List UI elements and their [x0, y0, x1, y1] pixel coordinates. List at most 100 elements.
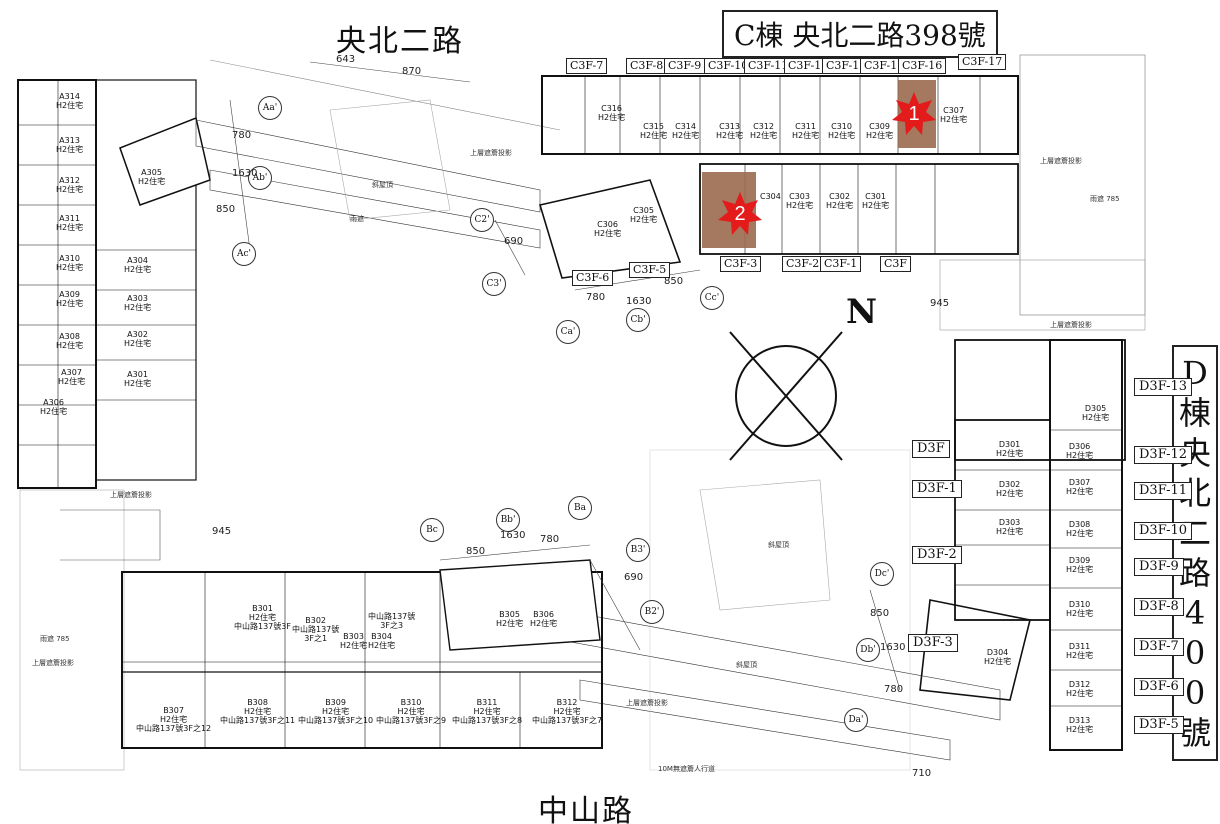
building-d-title-char: 路	[1178, 554, 1211, 592]
unit-label: A311 H2住宅	[56, 214, 84, 232]
unit-label: D307 H2住宅	[1066, 478, 1094, 496]
note-upper-projection-c-right: 上層遮簷投影	[1040, 157, 1082, 165]
note-roof-top: 雨遮	[350, 215, 364, 223]
unit-label: C305 H2住宅	[630, 206, 658, 224]
tag-c3f-17: C3F-17	[958, 54, 1007, 70]
dim-d-1630: 1630	[880, 642, 906, 653]
tag-c3f-2: C3F-2	[782, 256, 824, 272]
dim-top-643: 643	[336, 54, 356, 65]
unit-label: D303 H2住宅	[996, 518, 1024, 536]
note-roof-garden-center: 斜屋頂	[768, 541, 789, 549]
unit-label: B306 H2住宅	[530, 610, 558, 628]
unit-label: B301 H2住宅 中山路137號3F	[234, 604, 291, 631]
unit-label: A305 H2住宅	[138, 168, 166, 186]
dim-c-850: 850	[664, 276, 684, 287]
unit-label: C310 H2住宅	[828, 122, 856, 140]
building-d-title-char: 4	[1184, 594, 1206, 632]
unit-label: C302 H2住宅	[826, 192, 854, 210]
unit-label: D313 H2住宅	[1066, 716, 1094, 734]
note-upper-projection-a: 上層遮簷投影	[110, 491, 152, 499]
axis-c3: C3'	[482, 272, 506, 296]
dim-a-780: 780	[232, 130, 252, 141]
axis-ca: Ca'	[556, 320, 580, 344]
unit-label: A308 H2住宅	[56, 332, 84, 350]
unit-label: D311 H2住宅	[1066, 642, 1094, 660]
tag-d3f-1: D3F-1	[912, 480, 962, 498]
tag-c3f-5: C3F-5	[629, 262, 671, 278]
unit-label: A309 H2住宅	[56, 290, 84, 308]
road-name-north: 央北二路	[336, 24, 464, 59]
building-d-title-char: 棟	[1178, 394, 1211, 432]
axis-b2: B2'	[640, 600, 664, 624]
tag-c3f-7: C3F-7	[566, 58, 608, 74]
unit-label: B304 H2住宅	[368, 632, 396, 650]
dim-b-1630: 1630	[500, 530, 526, 541]
unit-label: D305 H2住宅	[1082, 404, 1110, 422]
tag-d3f-6: D3F-6	[1134, 678, 1184, 696]
tag-d3f-5: D3F-5	[1134, 716, 1184, 734]
tag-d3f-12: D3F-12	[1134, 446, 1193, 464]
unit-label: C313 H2住宅	[716, 122, 744, 140]
tag-d3f: D3F	[912, 440, 950, 458]
unit-label: C304	[760, 192, 781, 201]
axis-dc: Dc'	[870, 562, 894, 586]
unit-label: B312 H2住宅 中山路137號3F之7	[532, 698, 603, 725]
unit-label: D306 H2住宅	[1066, 442, 1094, 460]
unit-label: D308 H2住宅	[1066, 520, 1094, 538]
tag-d3f-8: D3F-8	[1134, 598, 1184, 616]
unit-label: C306 H2住宅	[594, 220, 622, 238]
walkways	[195, 54, 1146, 771]
tag-d3f-11: D3F-11	[1134, 482, 1193, 500]
tag-d3f-10: D3F-10	[1134, 522, 1193, 540]
dim-d-780: 780	[884, 684, 904, 695]
unit-label: C307 H2住宅	[940, 106, 968, 124]
unit-label: B308 H2住宅 中山路137號3F之11	[220, 698, 296, 725]
axis-aa: Aa'	[258, 96, 282, 120]
building-d-wing	[919, 339, 1126, 751]
unit-label: C312 H2住宅	[750, 122, 778, 140]
unit-label: A302 H2住宅	[124, 330, 152, 348]
axis-b3: B3'	[626, 538, 650, 562]
dim-b-780: 780	[540, 534, 560, 545]
unit-label: B310 H2住宅 中山路137號3F之9	[376, 698, 447, 725]
unit-label: A314 H2住宅	[56, 92, 84, 110]
note-roof-garden-top: 斜屋頂	[372, 181, 393, 189]
unit-label: B311 H2住宅 中山路137號3F之8	[452, 698, 523, 725]
unit-label: D304 H2住宅	[984, 648, 1012, 666]
marker-star-1: 1	[890, 90, 938, 138]
unit-label: C314 H2住宅	[672, 122, 700, 140]
note-roof-785-c: 雨遮 785	[1090, 195, 1120, 203]
note-upper-projection-b-left: 上層遮簷投影	[32, 659, 74, 667]
unit-label: D309 H2住宅	[1066, 556, 1094, 574]
north-label: N	[846, 292, 878, 332]
tag-c3f-6: C3F-6	[572, 270, 614, 286]
tag-d3f-9: D3F-9	[1134, 558, 1184, 576]
dim-top-870: 870	[402, 66, 422, 77]
star-icon	[892, 92, 936, 135]
axis-da: Da'	[844, 708, 868, 732]
unit-label: 中山路137號 3F之3	[368, 612, 416, 630]
tag-c3f-8: C3F-8	[626, 58, 668, 74]
unit-label: B309 H2住宅 中山路137號3F之10	[298, 698, 374, 725]
dim-c-690: 690	[504, 236, 524, 247]
tag-d3f-2: D3F-2	[912, 546, 962, 564]
dim-a-850: 850	[216, 204, 236, 215]
unit-label: C316 H2住宅	[598, 104, 626, 122]
note-roof-garden-bottom: 斜屋頂	[736, 661, 757, 669]
unit-label: D310 H2住宅	[1066, 600, 1094, 618]
unit-label: A313 H2住宅	[56, 136, 84, 154]
building-c-title: C棟 央北二路398號	[722, 10, 998, 58]
tag-c3f-3: C3F-3	[720, 256, 762, 272]
note-roof-785-b: 雨遮 785	[40, 635, 70, 643]
building-d-title-char: 0	[1184, 674, 1206, 712]
unit-label: A301 H2住宅	[124, 370, 152, 388]
tag-c3f-13: C3F-13	[822, 58, 871, 74]
dim-a-945: 945	[212, 526, 232, 537]
unit-label: C301 H2住宅	[862, 192, 890, 210]
unit-label: B302 中山路137號 3F之1	[292, 616, 340, 643]
tag-c3f-1: C3F-1	[820, 256, 862, 272]
unit-label: D301 H2住宅	[996, 440, 1024, 458]
note-bottom-sidewalk: 10M無遮簷人行道	[658, 765, 715, 773]
